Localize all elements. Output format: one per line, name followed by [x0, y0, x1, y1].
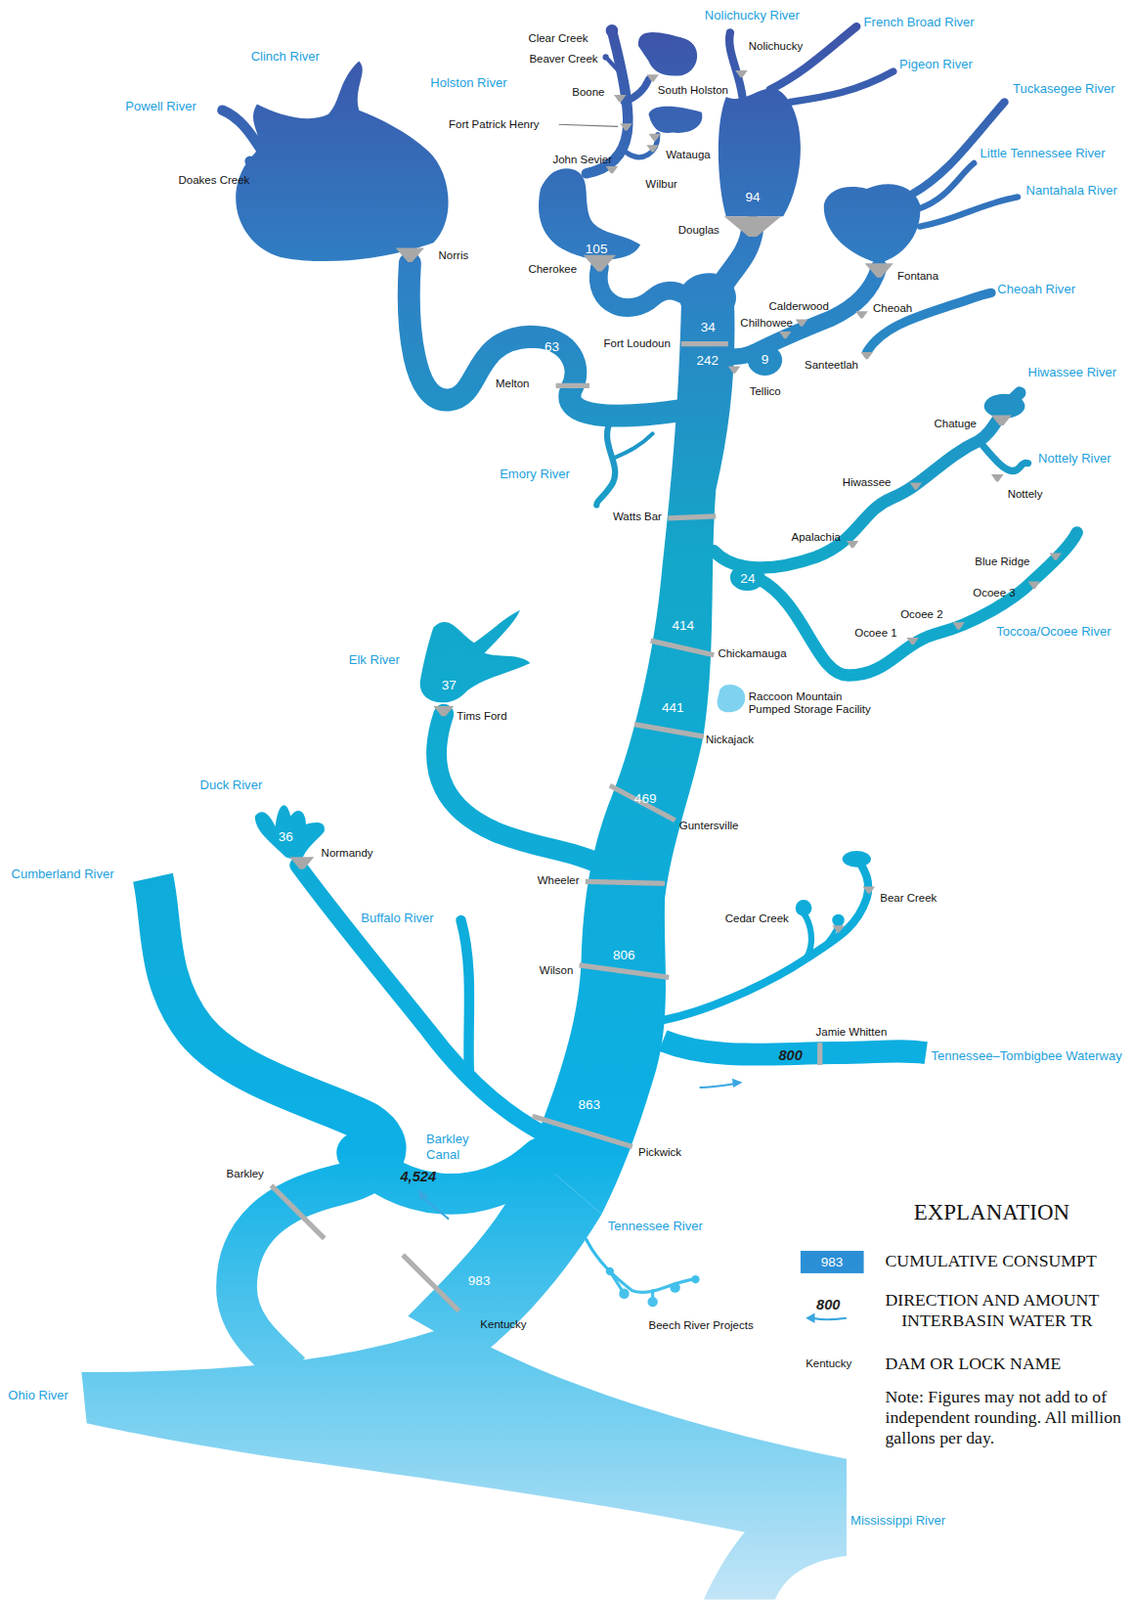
dam-name: Norris: [438, 248, 470, 262]
river-name: Little Tennessee River: [980, 145, 1106, 162]
dam-name: Blue Ridge: [974, 554, 1030, 568]
dam-name: South Holston: [657, 83, 729, 97]
river-name: Toccoa/Ocoee River: [996, 623, 1111, 640]
river-name: Cumberland River: [10, 866, 114, 882]
dam-name: Fontana: [897, 268, 939, 283]
dam-name: Raccoon Mountain Pumped Storage Facility: [748, 689, 876, 717]
consumption-number: 24: [740, 569, 755, 586]
dam-name: Fort Loudoun: [604, 336, 671, 350]
dam-name: Hiwassee: [842, 475, 892, 489]
dam-name: Guntersville: [679, 818, 740, 832]
dam-name: Tims Ford: [456, 709, 507, 724]
river-name: Nantahala River: [1025, 182, 1118, 199]
river-name: Elk River: [348, 652, 400, 668]
dam-name: Chilhowee: [740, 315, 793, 330]
dam-name: Nolichucky: [748, 39, 803, 53]
river-name: Cheoah River: [997, 281, 1076, 298]
legend-text: DIRECTION AND AMOUNT INTERBASIN WATER TR: [884, 1289, 1133, 1332]
consumption-number: 36: [278, 827, 294, 844]
dam-name: Nottely: [1007, 486, 1044, 501]
river-name: Barkley Canal: [426, 1132, 482, 1163]
dam-name: Barkley: [226, 1166, 264, 1180]
dam-name: Santeetlah: [804, 357, 859, 372]
transfer-amount: 4,524: [399, 1167, 436, 1185]
river-name: Tennessee River: [608, 1218, 703, 1234]
dam-name: Clear Creek: [527, 31, 588, 45]
river-name: French Broad River: [864, 14, 975, 31]
legend-text: CUMULATIVE CONSUMPT: [884, 1250, 1096, 1271]
dam-name: Ocoee 3: [972, 585, 1015, 600]
river-name: Buffalo River: [360, 910, 434, 926]
transfer-amount: 800: [778, 1045, 802, 1064]
consumption-number: 105: [585, 240, 609, 257]
consumption-number: 37: [441, 677, 457, 694]
river-name: Duck River: [199, 777, 262, 793]
legend-text: DAM OR LOCK NAME: [884, 1352, 1061, 1374]
consumption-number: 863: [577, 1095, 601, 1112]
river-name: Holston River: [430, 75, 507, 91]
river-name: Tennessee–Tombigbee Waterway: [930, 1047, 1122, 1064]
dam-name: John Sevier: [552, 152, 612, 167]
dam-name: Beaver Creek: [528, 51, 598, 66]
river-name: Emory River: [499, 466, 570, 482]
consumption-number: 983: [821, 1253, 844, 1269]
dam-name: Ocoee 1: [854, 625, 897, 640]
consumption-number: 63: [544, 338, 560, 354]
dam-name: Cheoah: [872, 301, 913, 315]
consumption-number: 414: [671, 616, 695, 633]
legend-heading: EXPLANATION: [914, 1198, 1070, 1226]
river-name: Nolichucky River: [704, 7, 800, 24]
dam-name: Pickwick: [638, 1144, 682, 1159]
consumption-number: 441: [661, 699, 685, 716]
river-name: Nottely River: [1038, 450, 1112, 467]
dam-name: Nickajack: [705, 733, 754, 747]
note-text: Note: Figures may not add to of independ…: [884, 1386, 1130, 1449]
consumption-number: 983: [468, 1272, 491, 1289]
dam-name: Watauga: [665, 147, 711, 162]
dam-name: Melton: [495, 376, 529, 391]
dam-name: Calderwood: [769, 299, 829, 313]
dam-name: Boone: [571, 85, 605, 99]
dam-name: Cherokee: [527, 261, 577, 276]
river-name: Pigeon River: [899, 56, 973, 73]
consumption-number: 469: [634, 789, 657, 806]
dam-name: Kentucky: [805, 1355, 852, 1370]
dam-name: Normandy: [321, 845, 374, 860]
river-name: Powell River: [125, 98, 196, 115]
river-name: Hiwassee River: [1028, 364, 1118, 381]
dam-name: Tellico: [749, 384, 782, 398]
consumption-number: 94: [745, 188, 761, 205]
dam-name: Wilbur: [645, 176, 678, 191]
dam-name: Fort Patrick Henry: [448, 117, 539, 131]
dam-name: Beech River Projects: [648, 1317, 753, 1332]
dam-name: Chatuge: [934, 416, 977, 431]
river-name: Mississippi River: [850, 1512, 946, 1528]
consumption-number: 34: [700, 319, 716, 336]
dam-name: Bear Creek: [879, 890, 937, 905]
dam-name: Cedar Creek: [725, 911, 789, 925]
consumption-number: 806: [612, 946, 636, 962]
dam-name: Douglas: [678, 222, 720, 237]
dam-name: Ocoee 2: [900, 607, 943, 621]
transfer-amount: 800: [816, 1295, 840, 1313]
river-name: Ohio River: [7, 1387, 69, 1403]
consumption-number: 242: [697, 352, 720, 369]
river-name: Tuckasegee River: [1012, 81, 1116, 97]
dam-name: Kentucky: [479, 1316, 526, 1331]
dam-name: Wilson: [539, 962, 573, 977]
dam-name: Jamie Whitten: [816, 1024, 888, 1039]
dam-name: Doakes Creek: [178, 173, 251, 187]
dam-name: Wheeler: [537, 873, 580, 888]
dam-name: Chickamauga: [717, 646, 786, 660]
consumption-number: 9: [761, 351, 770, 368]
river-name: Clinch River: [251, 48, 320, 65]
dam-name: Watts Bar: [612, 509, 662, 523]
dam-name: Apalachia: [791, 529, 841, 544]
